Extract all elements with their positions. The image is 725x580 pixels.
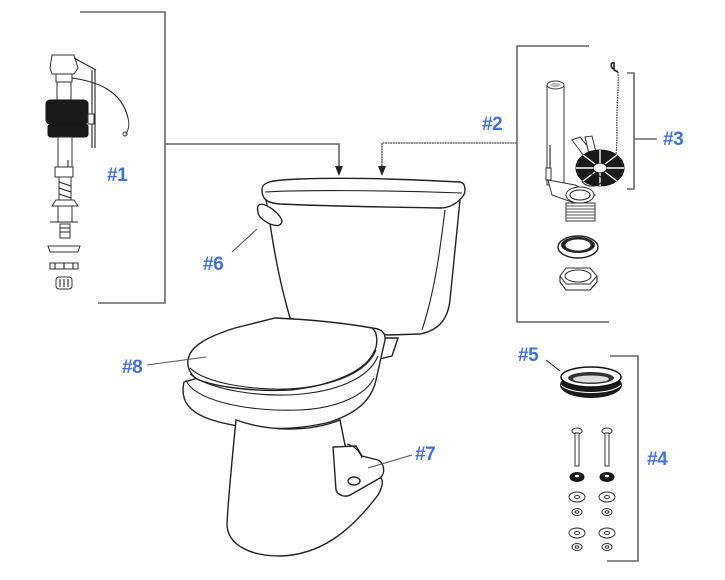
flapper-illustration: [571, 62, 625, 187]
callout-1-fill-valve[interactable]: #1: [107, 165, 128, 186]
callout-4-bolt-kit[interactable]: #4: [647, 449, 668, 470]
callout-5-gasket[interactable]: #5: [518, 345, 539, 366]
fill-valve-illustration: [45, 54, 130, 290]
callout-3-flapper[interactable]: #3: [663, 129, 684, 150]
bracket-3: [627, 72, 657, 190]
callout-8-seat[interactable]: #8: [122, 357, 143, 378]
callout-7-bolt-caps[interactable]: #7: [415, 444, 436, 465]
flush-valve-illustration: [545, 80, 599, 291]
callout-6-trip-lever[interactable]: #6: [203, 254, 224, 275]
toilet-illustration: [182, 177, 466, 557]
bracket-2: [378, 45, 609, 323]
bracket-4: [607, 355, 639, 562]
callout-2-flush-valve[interactable]: #2: [482, 114, 503, 135]
gasket-and-bolts-illustration: [545, 359, 622, 551]
leader-lines: [146, 228, 413, 469]
bracket-1: [80, 11, 343, 304]
